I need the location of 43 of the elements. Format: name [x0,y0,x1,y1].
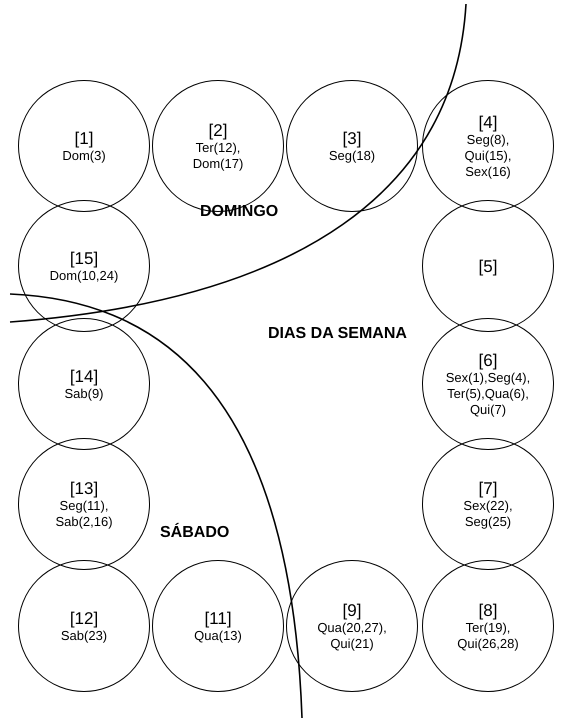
circle-node [18,80,150,212]
circle-node [286,560,418,692]
region-label: DIAS DA SEMANA [268,325,407,343]
circle-node [422,80,554,212]
node-text: Seg(11), Sab(2,16) [54,498,114,530]
circle-node [18,560,150,692]
node-number: [3] [342,128,362,148]
circle-node [18,438,150,570]
circle-node [422,200,554,332]
node-number: [5] [478,256,498,276]
node-number: [2] [208,120,228,140]
node-text: Qua(20,27), Qui(21) [316,620,388,652]
node-number: [1] [74,128,94,148]
node-number: [13] [70,478,98,498]
circle-node [152,560,284,692]
node-text: Seg(8), Qui(15), Sex(16) [464,132,512,180]
node-text: Ter(12), Dom(17) [192,140,244,172]
node-number: [9] [342,600,362,620]
node-text: Sab(23) [60,628,108,644]
circle-node [18,200,150,332]
node-number: [7] [478,478,498,498]
circle-node [286,80,418,212]
circle-node [422,438,554,570]
region-label: DOMINGO [200,203,278,221]
node-number: [6] [478,350,498,370]
region-label: SÁBADO [160,524,230,542]
node-text: Ter(19), Qui(26,28) [456,620,520,652]
circle-node [422,560,554,692]
node-text: Sex(1),Seg(4), Ter(5),Qua(6), Qui(7) [444,370,532,418]
node-number: [12] [70,608,98,628]
node-number: [8] [478,600,498,620]
node-text: Qua(13) [194,628,242,644]
node-text: Dom(10,24) [50,268,118,284]
node-number: [4] [478,112,498,132]
node-number: [15] [70,248,98,268]
node-number: [14] [70,366,98,386]
node-number: [11] [204,608,232,628]
circle-node [18,318,150,450]
node-text: Dom(3) [62,148,106,164]
node-text: Seg(18) [328,148,376,164]
node-text: Sex(22), Seg(25) [462,498,514,530]
circle-node [422,318,554,450]
node-text: Sab(9) [64,386,104,402]
